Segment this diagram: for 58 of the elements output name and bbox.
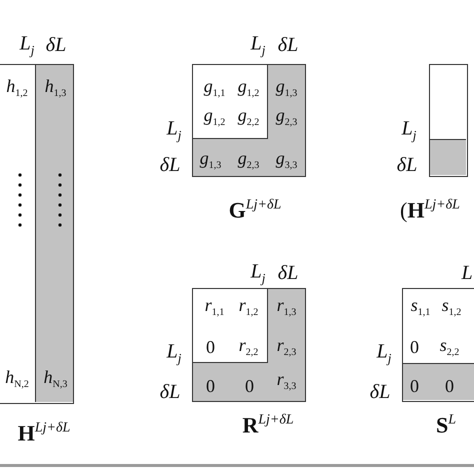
matrix-entry: g$_{1,2}$ (238, 76, 260, 98)
matrix-entry: 0 (445, 377, 454, 395)
matrix-caption: G$^{Lj+δL}$ (228, 198, 282, 222)
matrix-entry: h$_{1,2}$ (6, 76, 28, 98)
matrix-entry: g$_{1,2}$ (204, 106, 226, 128)
block-size-label: L$_{j}$ (250, 262, 266, 284)
matrix-entry: g$_{2,3}$ (276, 106, 298, 128)
block-size-label: L$_{j}$ (20, 34, 34, 56)
matrix-entry: s$_{1,1}$ (410, 296, 430, 318)
matrix-box (192, 64, 306, 177)
matrix-caption: H$^{Lj+δL}$ (18, 422, 70, 444)
matrix-box (0, 64, 74, 404)
matrix-entry: 0 (410, 377, 419, 395)
matrix-block (193, 65, 268, 138)
block-size-label: δL (278, 35, 298, 55)
matrix-entry: r$_{2,3}$ (276, 336, 296, 358)
block-size-label: δL (46, 35, 66, 55)
block-size-label: δL (278, 263, 298, 283)
matrix-entry: r$_{1,2}$ (238, 296, 258, 318)
block-size-label: δL (160, 382, 180, 402)
matrix-entry: g$_{1,3}$ (200, 148, 222, 170)
vector-box (429, 64, 468, 177)
block-size-label: L (461, 263, 473, 283)
block-size-label: L$_{j}$ (402, 118, 416, 142)
matrix-entry: g$_{2,3}$ (238, 148, 260, 170)
matrix-entry: g$_{1,3}$ (276, 76, 298, 98)
matrix-entry: g$_{2,2}$ (238, 106, 260, 128)
matrix-entry: 0 (206, 376, 215, 394)
matrix-entry: s$_{1,2}$ (442, 296, 462, 318)
matrix-entry: s$_{2,2}$ (440, 336, 460, 358)
block-size-label: L$_{j}$ (166, 118, 182, 142)
shaded-block (430, 138, 466, 175)
matrix-entry: r$_{2,2}$ (238, 336, 258, 358)
matrix-entry: r$_{3,3}$ (276, 370, 296, 392)
matrix-entry: h$_{1,3}$ (44, 76, 66, 98)
block-size-label: L$_{j}$ (250, 34, 266, 56)
shaded-column (35, 65, 72, 402)
matrix-caption: (H$^{Lj+δL}$ (400, 198, 460, 222)
matrix-entry: 0 (410, 338, 419, 356)
matrix-box (192, 288, 306, 402)
matrix-block (193, 289, 268, 362)
matrix-caption: S$^{L}$ (436, 414, 456, 436)
block-size-label: δL (160, 155, 180, 175)
matrix-entry: g$_{1,1}$ (204, 76, 226, 98)
matrix-entry: r$_{1,3}$ (276, 296, 296, 318)
matrix-entry: h$_{N,2}$ (5, 368, 29, 390)
block-size-label: L$_{j}$ (376, 342, 392, 364)
matrix-entry: g$_{3,3}$ (276, 148, 298, 170)
matrix-entry: 0 (206, 338, 215, 356)
matrix-box (402, 288, 474, 402)
block-size-label: δL (396, 155, 418, 175)
matrix-caption: R$^{Lj+δL}$ (242, 414, 294, 436)
matrix-entry: h$_{N,3}$ (44, 368, 68, 390)
block-size-label: δL (370, 382, 390, 402)
block-size-label: L$_{j}$ (166, 342, 182, 364)
matrix-entry: 0 (245, 376, 254, 394)
shaded-block (403, 362, 474, 400)
matrix-entry: r$_{1,1}$ (204, 296, 224, 318)
